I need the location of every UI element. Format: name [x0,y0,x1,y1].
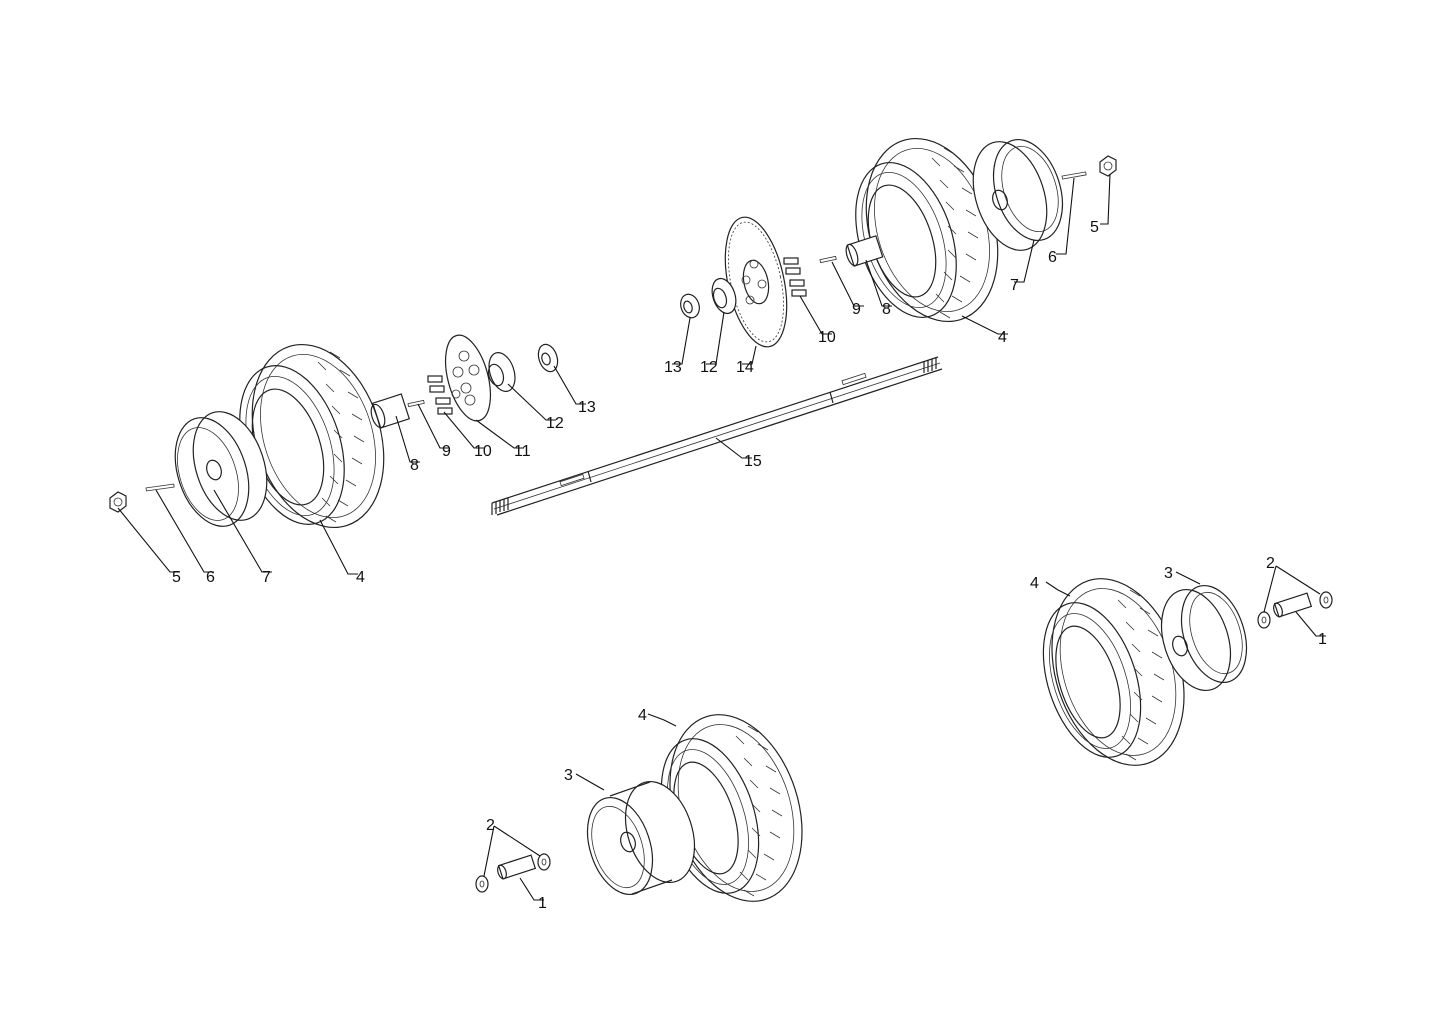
left-spacer [370,393,411,429]
callout-7-left: 7 [262,569,271,586]
left-rear-tire [239,343,385,529]
front-right-washer-a [1257,611,1271,629]
right-hub [711,277,737,315]
right-bolts [783,257,807,297]
front-right-sleeve [1273,592,1313,618]
callout-10-right: 10 [818,329,836,346]
right-key [1061,171,1087,180]
callout-8-left: 8 [410,457,419,474]
callout-8-right: 8 [882,301,891,318]
right-spacer [845,235,884,267]
left-bearing [537,343,559,373]
callout-12-right: 12 [700,359,718,376]
front-right-washer-b [1319,591,1333,609]
right-rear-rim [972,138,1064,251]
callout-13-left: 13 [578,399,596,416]
callout-10-left: 10 [474,443,492,460]
callout-4-front-left: 4 [638,707,647,724]
front-left-washer-b [537,853,551,871]
callout-11: 11 [514,443,531,460]
callout-6-left: 6 [206,569,215,586]
callout-5-right: 5 [1090,219,1099,236]
callout-6-right: 6 [1048,249,1057,266]
right-axle-nut [1099,155,1117,177]
callout-2-front-right: 2 [1266,555,1275,572]
front-left-rim [586,780,696,896]
callout-15: 15 [744,453,762,470]
callout-4-front-right: 4 [1030,575,1039,592]
right-bearing [680,293,700,319]
callout-9-left: 9 [442,443,451,460]
callout-9-right: 9 [852,301,861,318]
callout-1-front-right: 1 [1318,631,1327,648]
right-rear-tire [855,137,999,323]
callout-3-front-left: 3 [564,767,573,784]
callout-4-left: 4 [356,569,365,586]
left-axle-nut [109,491,127,513]
callout-14: 14 [736,359,754,376]
right-key-small [819,255,837,264]
callout-7-right: 7 [1010,277,1019,294]
callout-labels: 5 6 7 4 8 9 10 11 12 13 15 13 12 14 10 9… [172,219,1327,912]
front-left-washer-a [475,875,489,893]
left-rear-rim [174,411,268,527]
hub-flange [444,334,492,422]
callout-13-right: 13 [664,359,682,376]
callout-1-front-left: 1 [538,895,547,912]
callout-12-left: 12 [546,415,564,432]
front-left-sleeve [497,854,537,880]
leader-lines [117,173,1326,901]
left-key-small [407,399,425,408]
left-bolts [427,375,453,415]
front-left-tire [660,714,803,902]
callout-2-front-left: 2 [486,817,495,834]
rear-axle [491,356,943,516]
callout-3-front-right: 3 [1164,565,1173,582]
callout-5-left: 5 [172,569,181,586]
callout-4-right: 4 [998,329,1007,346]
left-hub [487,352,516,392]
front-right-rim [1160,584,1248,692]
left-key [145,483,175,492]
